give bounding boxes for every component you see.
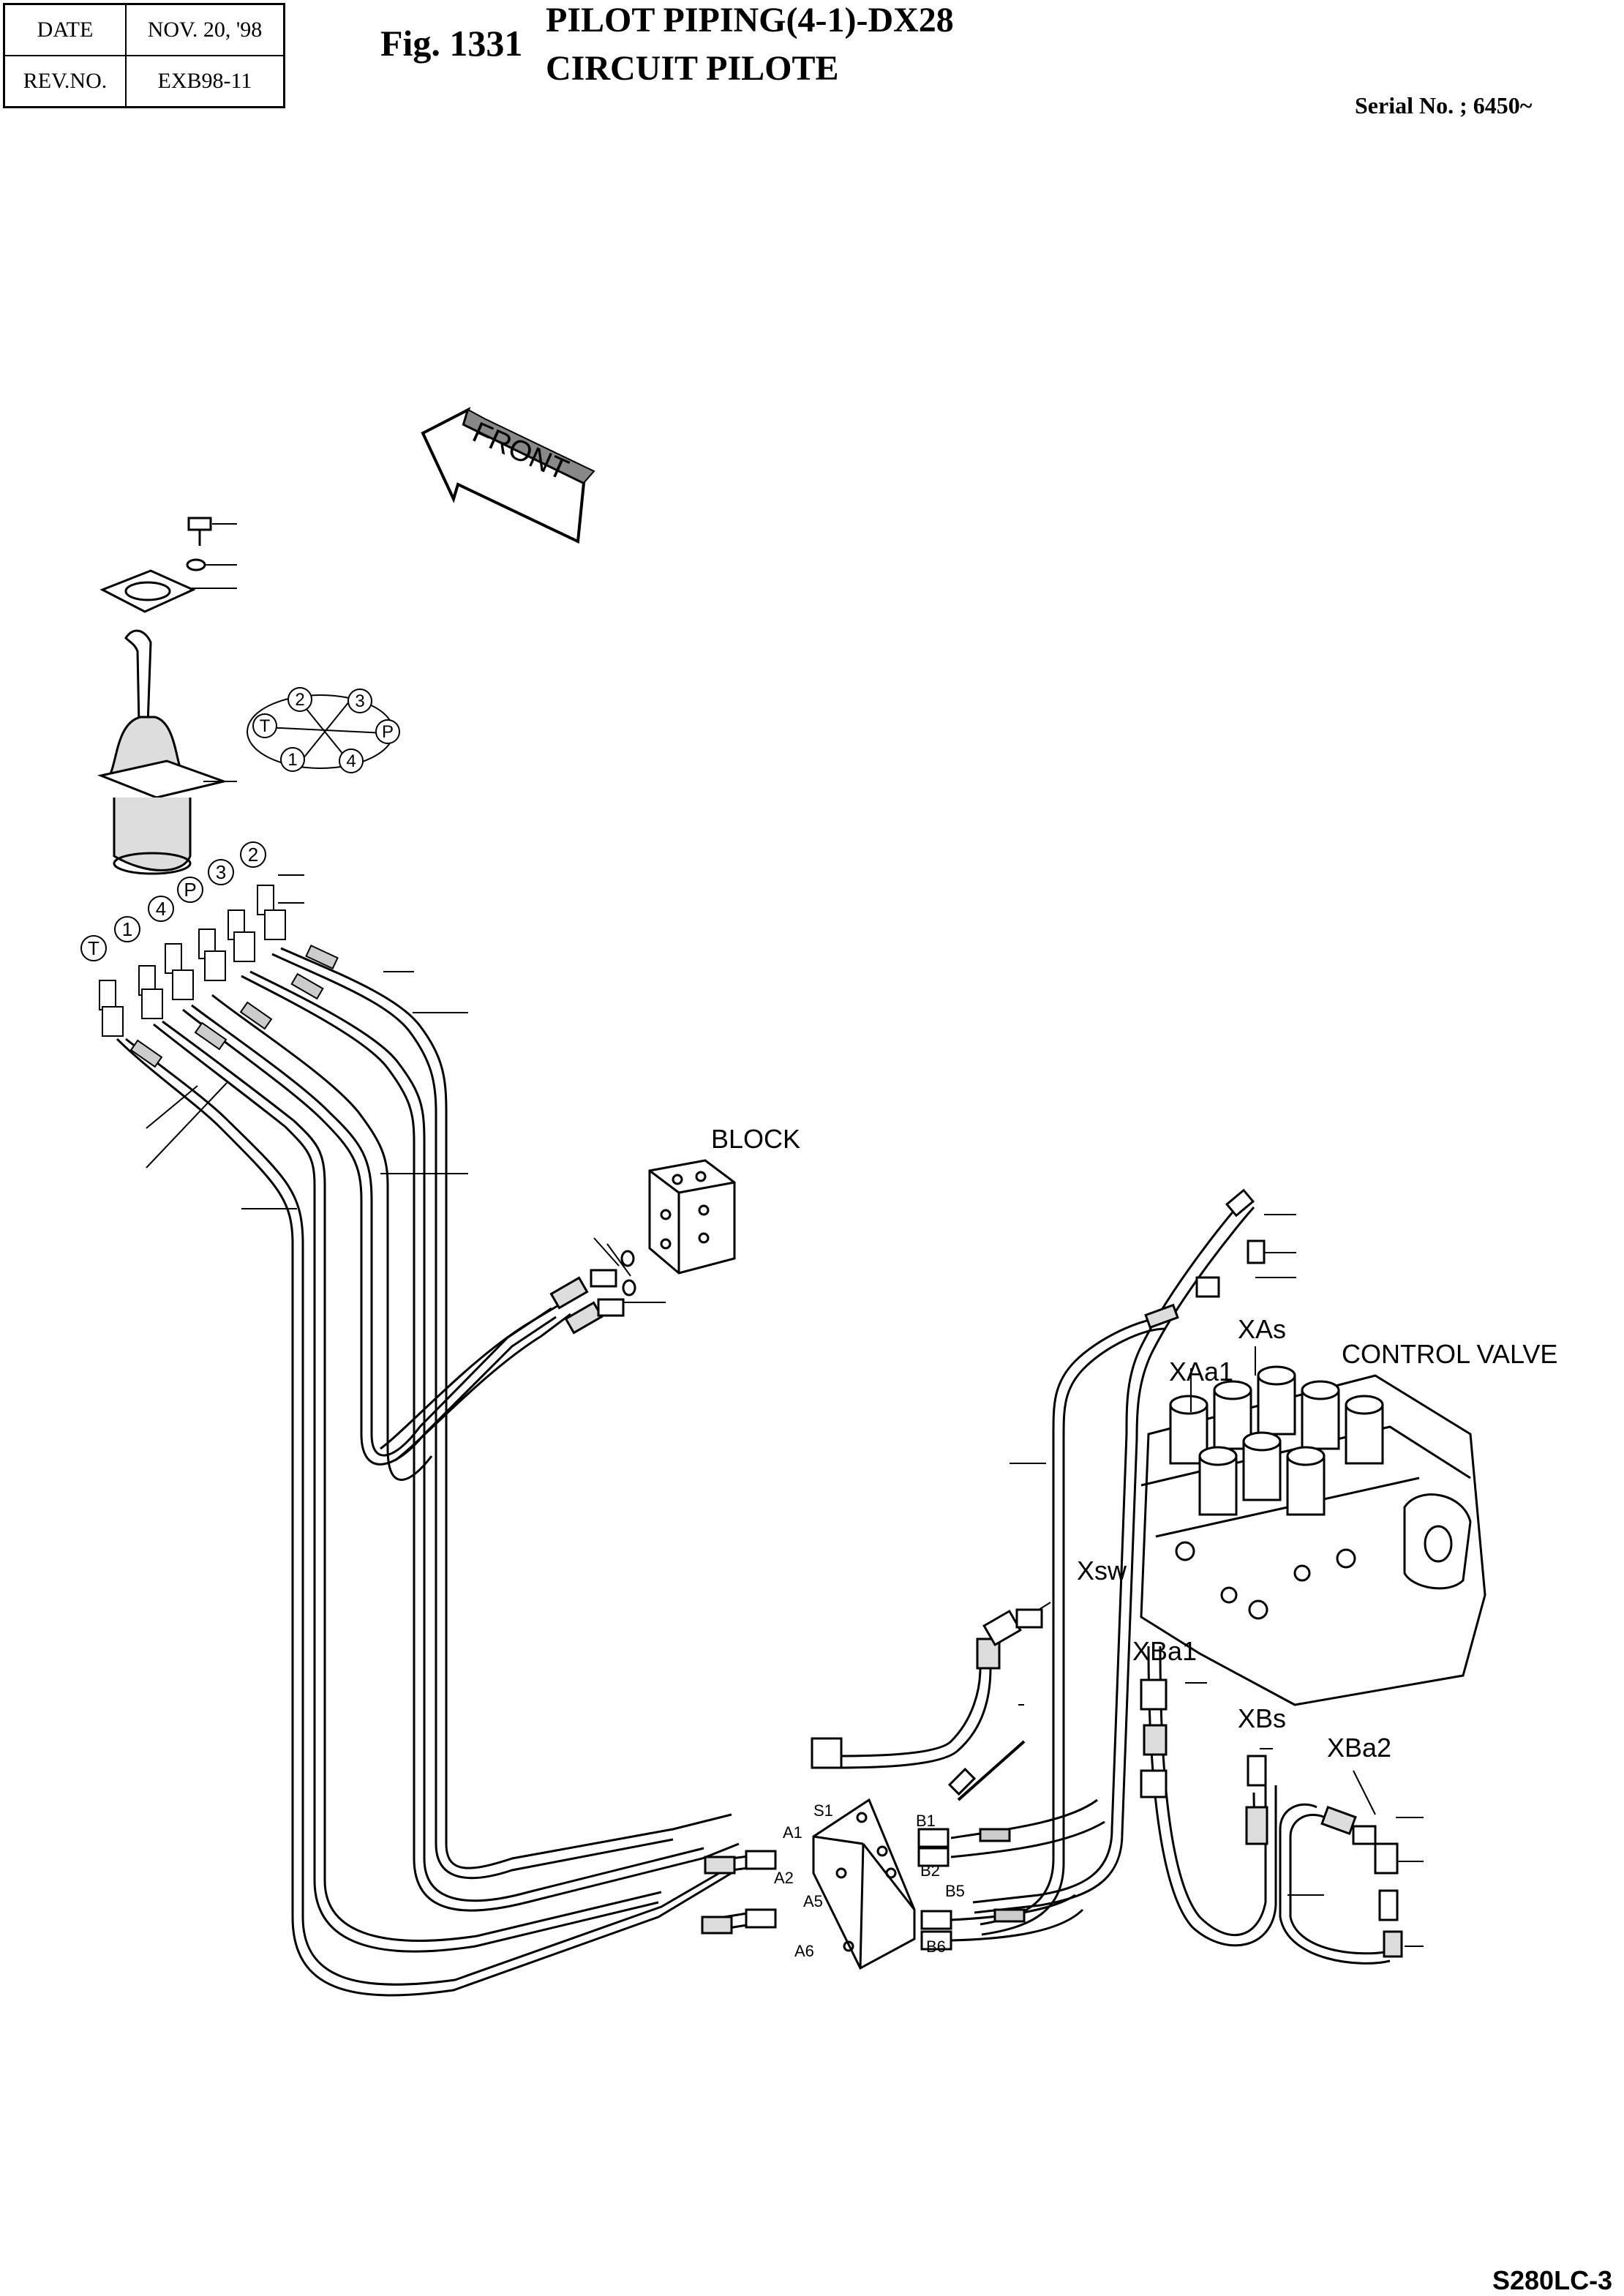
xba1-port-label: XBa1 — [1132, 1636, 1198, 1666]
fitting-port-t: T — [88, 937, 99, 959]
figure-number: Fig. 1331 — [380, 23, 523, 64]
block-assembly — [648, 1159, 736, 1275]
port-layout-diagram: 2 3 T P 1 4 — [247, 687, 400, 773]
fitting-port-labels: T 1 4 P 3 2 — [80, 841, 266, 961]
block-label: BLOCK — [711, 1124, 801, 1154]
port-2-label: 2 — [295, 690, 304, 710]
valve-leader-lines — [1010, 1346, 1376, 1896]
fitting-port-p: P — [184, 879, 196, 901]
xsw-port-label: Xsw — [1077, 1556, 1127, 1586]
leader-lines — [146, 971, 468, 1209]
xaa1-port-label: XAa1 — [1169, 1357, 1234, 1387]
rev-label: REV.NO. — [3, 55, 127, 108]
port-a1-label: A1 — [783, 1823, 802, 1842]
rev-value: EXB98-11 — [125, 55, 285, 108]
port-4-label: 4 — [346, 751, 356, 771]
port-a6-label: A6 — [794, 1942, 814, 1960]
port-p-label: P — [382, 722, 394, 742]
fitting-port-1: 1 — [122, 918, 132, 940]
joystick-fittings — [99, 874, 304, 1037]
fitting-port-4: 4 — [156, 898, 166, 920]
manifold-hoses — [701, 1602, 1105, 1951]
pilot-hoses — [116, 947, 740, 1997]
serial-number: Serial No. ; 6450~ — [1355, 92, 1533, 119]
xbs-port-label: XBs — [1238, 1703, 1287, 1733]
port-t-label: T — [260, 716, 271, 736]
manifold-block — [812, 1798, 916, 1970]
date-value: NOV. 20, '98 — [125, 3, 285, 56]
xba2-port-label: XBa2 — [1327, 1733, 1392, 1763]
fitting-port-3: 3 — [216, 861, 226, 883]
joystick-assembly — [97, 517, 237, 875]
port-b5-label: B5 — [945, 1882, 965, 1900]
block-hoses — [380, 1237, 666, 1462]
control-valve — [1140, 1365, 1486, 1706]
page-subtitle: CIRCUIT PILOTE — [546, 49, 839, 88]
port-a5-label: A5 — [803, 1892, 823, 1910]
control-valve-hoses — [972, 1188, 1424, 1965]
date-label: DATE — [3, 3, 127, 56]
xas-port-label: XAs — [1238, 1314, 1287, 1344]
port-a2-label: A2 — [774, 1869, 794, 1887]
port-1-label: 1 — [287, 750, 297, 770]
port-b2-label: B2 — [920, 1861, 940, 1880]
port-b6-label: B6 — [926, 1937, 946, 1956]
fitting-port-2: 2 — [248, 844, 258, 866]
port-b1-label: B1 — [916, 1812, 936, 1830]
port-3-label: 3 — [355, 691, 364, 711]
port-s1-label: S1 — [813, 1801, 833, 1820]
model-code: S280LC-3 — [1492, 2265, 1613, 2295]
page-title: PILOT PIPING(4-1)-DX28 — [546, 1, 954, 40]
control-valve-label: CONTROL VALVE — [1342, 1339, 1558, 1369]
front-arrow: FRONT — [421, 407, 595, 544]
hose-crimp-marks — [129, 944, 339, 1068]
revision-table: DATE NOV. 20, '98 REV.NO. EXB98-11 — [3, 3, 285, 108]
